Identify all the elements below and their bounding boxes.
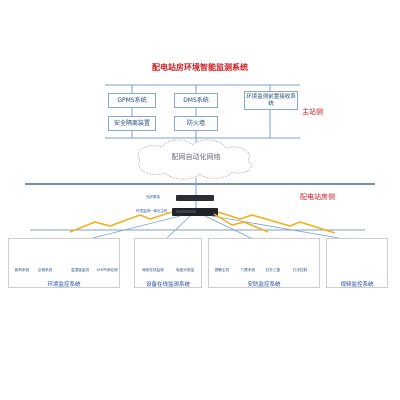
env-monitoring-group: [8, 238, 120, 288]
host-env-link: [84, 215, 181, 241]
env-group-title: 环境监控系统: [47, 282, 81, 288]
main-station-side-label: 主站侧: [302, 108, 323, 116]
host-panel: [176, 210, 196, 213]
video-group-title: 视频监控系统: [340, 282, 374, 288]
host-video-link: [211, 215, 351, 241]
wireless-link-right-1: [217, 211, 336, 234]
host-security-link: [204, 215, 256, 241]
substation-side-label: 配电站房侧: [300, 193, 335, 201]
firewall-label: 防火墙: [186, 119, 205, 127]
online-group-title: 设备在线监测系统: [145, 282, 190, 288]
gateway-device: [176, 195, 214, 201]
device-label-infrared: 红外三鉴: [265, 268, 281, 272]
diagram-title: 配电站房环境智能监测系统: [152, 63, 248, 72]
host-online-link: [164, 215, 191, 241]
security-device-label: 安全隔离装置: [113, 119, 150, 127]
online-monitoring-group: [134, 238, 202, 288]
host-label: 环境监测一体化主机: [136, 209, 168, 213]
video-monitoring-group: [326, 238, 388, 288]
device-label-light-control: 灯光控制: [292, 268, 308, 272]
gateway-label: 光纤数传: [146, 195, 160, 199]
wireless-link-left: [69, 211, 173, 233]
device-label-fresh-air: 新风系统: [14, 268, 30, 272]
device-label-humidity: 温湿度监测: [71, 268, 89, 272]
dms-box: DMS系统: [174, 93, 218, 108]
device-label-alarm-host: 报警主机: [214, 268, 230, 272]
security-group-title: 安防监控系统: [247, 282, 281, 288]
firewall-box: 防火墙: [174, 116, 218, 131]
device-label-cable-temp: 电缆头测温: [176, 268, 194, 272]
network-cloud: [137, 139, 252, 180]
gpms-label: GPMS系统: [117, 96, 147, 104]
env-front-label: 环境监测前置接收系统: [246, 93, 296, 107]
dms-label: DMS系统: [183, 96, 209, 104]
security-device-box: 安全隔离装置: [108, 116, 156, 131]
network-label: 配网自动化网络: [171, 153, 221, 161]
wireless-link-right-2: [213, 213, 269, 233]
security-monitoring-group: [208, 238, 320, 288]
device-label-access-control: 门禁系统: [240, 268, 256, 272]
gpms-box: GPMS系统: [108, 93, 156, 108]
wireless-links: [69, 211, 336, 234]
device-label-air-conditioner: 空调系统: [37, 268, 53, 272]
device-label-partial-discharge: 局放在线监测: [142, 268, 164, 272]
device-label-sf6: SF6气体检测: [96, 268, 118, 272]
env-front-box: 环境监测前置接收系统: [244, 91, 298, 110]
